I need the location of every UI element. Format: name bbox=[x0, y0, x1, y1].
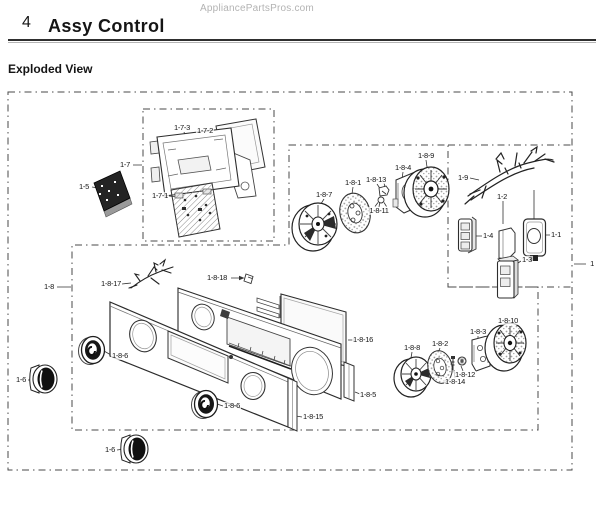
part-screw-1-8-11 bbox=[374, 196, 387, 207]
part-pcb-1-5 bbox=[93, 170, 133, 218]
part-label-1-8-9: 1-8-9 bbox=[416, 150, 436, 161]
part-motor-dial-1-8-10 bbox=[484, 322, 527, 372]
part-label-1-4: 1-4 bbox=[482, 230, 494, 241]
knob-1-8-6-left bbox=[77, 335, 106, 366]
part-label-1-8: 1-8 bbox=[43, 281, 55, 292]
part-dial-1-8-8 bbox=[393, 356, 432, 398]
part-switch-1-2 bbox=[498, 227, 516, 260]
knob-1-6-left bbox=[28, 364, 58, 394]
part-timer-dial-1-8-7 bbox=[291, 202, 338, 252]
part-nut-1-8-12 bbox=[457, 356, 467, 366]
part-label-1-8-14: 1-8-14 bbox=[444, 376, 466, 387]
part-label-1-8-15: 1-8-15 bbox=[302, 411, 324, 422]
box-subassembly-1-8 bbox=[71, 144, 539, 431]
part-label-1-9: 1-9 bbox=[457, 172, 469, 183]
box-subassembly-1-7 bbox=[142, 108, 275, 242]
part-label-1-8-17: 1-8-17 bbox=[100, 278, 122, 289]
part-rear-panel bbox=[177, 287, 342, 400]
part-screw-1-8-14 bbox=[451, 356, 455, 370]
part-label-1-8-13: 1-8-13 bbox=[365, 174, 387, 185]
part-switch-1-4 bbox=[457, 216, 477, 254]
part-label-1-8-11: 1-8-11 bbox=[368, 205, 390, 216]
exploded-view-heading: Exploded View bbox=[8, 62, 93, 76]
part-gasket-1-8-2 bbox=[427, 350, 453, 384]
part-front-fascia-1-8-15 bbox=[109, 301, 298, 432]
title-rule bbox=[8, 39, 596, 41]
part-motor-dial-1-8-9 bbox=[403, 166, 450, 218]
part-label-1-7-3: 1-7-3 bbox=[172, 122, 192, 133]
part-label-1: 1 bbox=[589, 258, 595, 269]
part-label-1-3: 1-3 bbox=[521, 254, 533, 265]
part-switch-1-3 bbox=[496, 255, 519, 299]
part-end-cap-1-8-5 bbox=[343, 361, 355, 402]
part-label-1-8-5: 1-8-5 bbox=[358, 389, 378, 400]
outer-box-assembly-1 bbox=[7, 91, 573, 471]
part-clip-1-8-18 bbox=[243, 273, 254, 285]
part-label-1-7: 1-7 bbox=[119, 159, 131, 170]
part-pcb-1-7-1 bbox=[170, 182, 221, 238]
part-label-1-7-1: 1-7-1 bbox=[150, 190, 170, 201]
site-watermark: AppliancePartsPros.com bbox=[200, 3, 314, 14]
part-label-1-8-7: 1-8-7 bbox=[314, 189, 334, 200]
title-rule-shadow bbox=[8, 42, 596, 43]
part-label-1-8-1: 1-8-1 bbox=[343, 177, 363, 188]
part-sensor-1-1 bbox=[522, 218, 547, 261]
page-title: Assy Control bbox=[48, 16, 165, 36]
part-label-1-8-6: 1-8-6 bbox=[110, 350, 130, 361]
part-label-1-2: 1-2 bbox=[496, 191, 508, 202]
part-label-1-6: 1-6 bbox=[104, 444, 116, 455]
leader-arrowhead-1-8-18 bbox=[239, 275, 245, 281]
part-label-1-8-4: 1-8-4 bbox=[393, 162, 413, 173]
wire-harness-1-8-17 bbox=[128, 258, 174, 289]
part-label-1-1: 1-1 bbox=[550, 229, 562, 240]
part-label-1-8-12: 1-8-12 bbox=[454, 369, 476, 380]
part-bracket-1-8-13 bbox=[378, 182, 390, 197]
part-label-1-5: 1-5 bbox=[78, 181, 90, 192]
section-number: 4 bbox=[22, 14, 31, 31]
part-label-1-8-3: 1-8-3 bbox=[468, 326, 488, 337]
part-label-1-8-2: 1-8-2 bbox=[430, 338, 450, 349]
part-label-1-8-18: 1-8-18 bbox=[206, 272, 228, 283]
knob-1-6-bottom bbox=[119, 434, 149, 464]
part-label-1-8-16: 1-8-16 bbox=[352, 334, 374, 345]
part-label-1-8-10: 1-8-10 bbox=[497, 315, 519, 326]
part-label-1-8-8: 1-8-8 bbox=[402, 342, 422, 353]
part-label-1-6: 1-6 bbox=[15, 374, 27, 385]
part-label-1-7-2: 1-7-2 bbox=[195, 125, 215, 136]
part-label-1-8-6: 1-8-6 bbox=[222, 400, 242, 411]
wire-harness-1-9 bbox=[464, 145, 555, 205]
knob-1-8-6-center bbox=[190, 389, 219, 420]
